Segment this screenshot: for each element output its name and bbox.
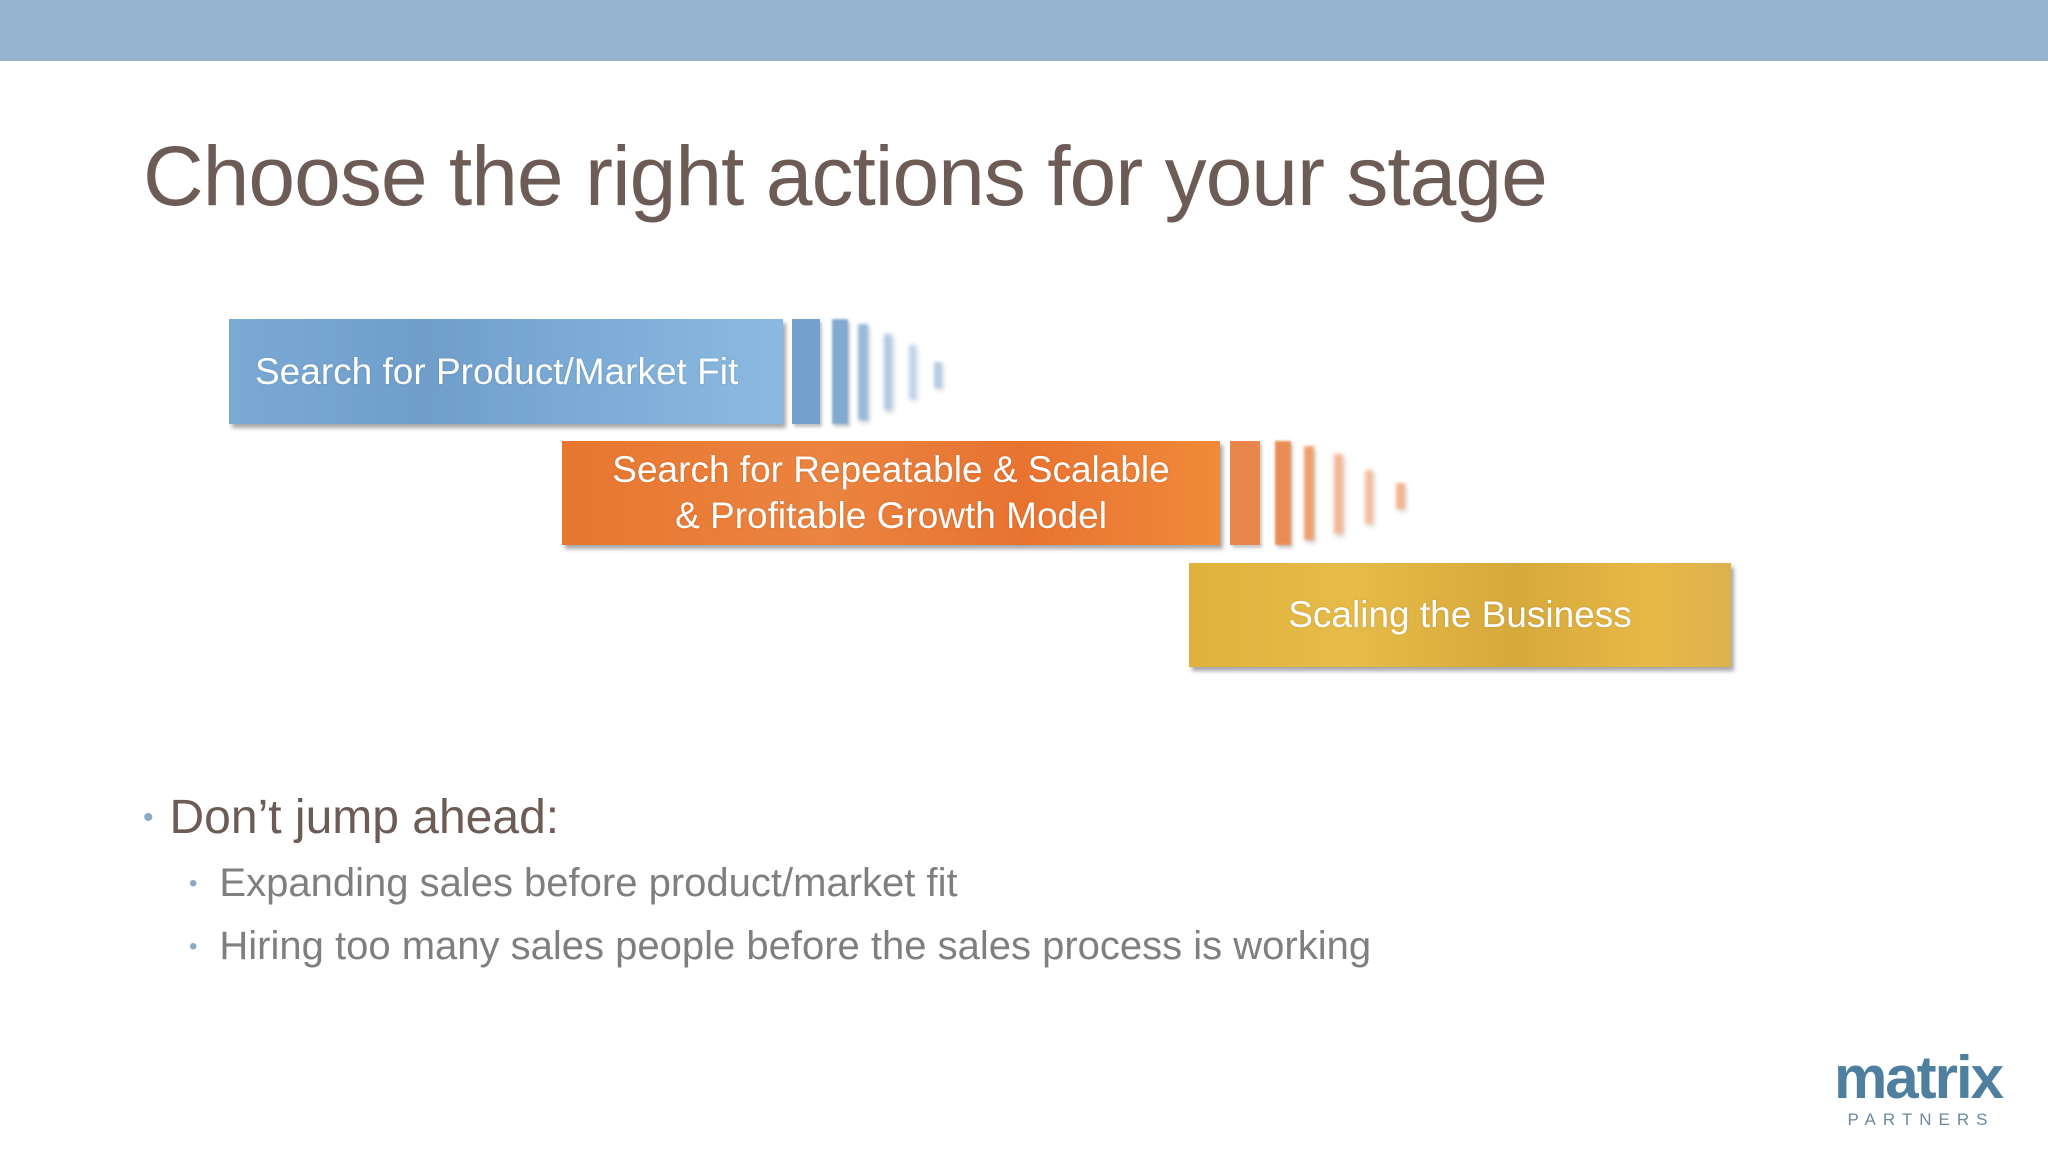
bullet-dot-icon: • [143, 800, 154, 834]
stage-label: Search for Product/Market Fit [255, 350, 739, 392]
trail-bar [1230, 441, 1260, 545]
stage-product-market-fit: Search for Product/Market Fit [229, 319, 783, 424]
trail-bar [934, 362, 942, 388]
sub-bullet-text: Hiring too many sales people before the … [219, 924, 1372, 968]
trail-bar [884, 334, 892, 410]
bullet-list: • Don’t jump ahead: • Expanding sales be… [143, 790, 1371, 969]
trail-bar [1304, 446, 1314, 540]
trail-bar [792, 319, 820, 424]
trail-bar [909, 345, 916, 399]
trail-bar [1334, 454, 1343, 534]
stage-growth-model: Search for Repeatable & Scalable & Profi… [562, 441, 1220, 545]
stage-label: Search for Repeatable & Scalable & Profi… [612, 449, 1170, 536]
sub-bullet-item: • Hiring too many sales people before th… [189, 924, 1371, 969]
trail-bar [1275, 441, 1291, 545]
bullet-dot-icon: • [189, 932, 198, 960]
bullet-text: Don’t jump ahead: [169, 791, 560, 844]
logo-subtitle: PARTNERS [1847, 1110, 1995, 1129]
logo-wordmark: matrix [1833, 1044, 2004, 1111]
trail-bar [1365, 470, 1373, 524]
stage-scaling-business: Scaling the Business [1189, 563, 1731, 667]
trail-bar [1396, 483, 1405, 509]
slide-title: Choose the right actions for your stage [143, 129, 1548, 223]
bullet-dot-icon: • [189, 869, 198, 897]
top-banner [0, 0, 2048, 61]
sub-bullet-item: • Expanding sales before product/market … [189, 861, 1371, 906]
matrix-partners-logo: matrix PARTNERS [1828, 1048, 2008, 1130]
trail-bar [858, 324, 868, 420]
sub-bullet-text: Expanding sales before product/market fi… [219, 861, 958, 905]
stage-label: Scaling the Business [1288, 594, 1632, 635]
trail-bar [832, 319, 848, 424]
bullet-item: • Don’t jump ahead: [143, 790, 1371, 845]
